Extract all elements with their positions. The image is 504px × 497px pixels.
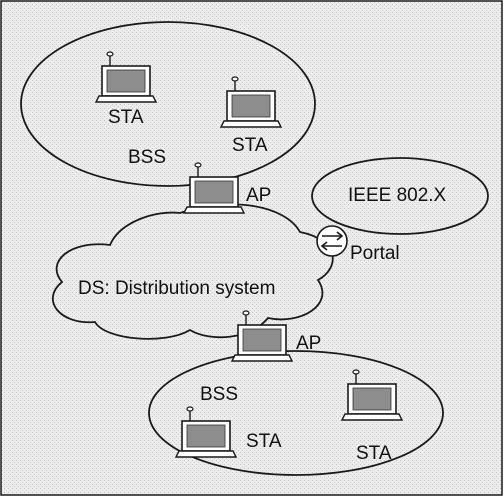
sta-top-2-label: STA — [232, 135, 268, 156]
sta-top-2-laptop-icon — [219, 76, 283, 128]
ieee-ellipse — [311, 157, 489, 235]
bss-top-ellipse — [20, 21, 316, 187]
bss-bottom-ellipse — [148, 350, 444, 476]
sta-bottom-2-label: STA — [356, 443, 392, 464]
ap-bottom-label: AP — [296, 333, 322, 354]
ap-bottom-laptop-icon — [230, 310, 294, 362]
sta-top-1-label: STA — [108, 107, 144, 128]
ieee-label: IEEE 802.X — [348, 185, 447, 206]
portal-icon — [316, 225, 348, 257]
ap-top-label: AP — [246, 185, 272, 206]
ap-top-laptop-icon — [182, 162, 246, 214]
ds-cloud — [51, 203, 334, 340]
sta-bottom-1-laptop-icon — [174, 406, 238, 458]
sta-top-1-laptop-icon — [94, 51, 158, 103]
bss-bottom-label: BSS — [200, 384, 239, 405]
sta-bottom-1-label: STA — [246, 431, 282, 452]
portal-label: Portal — [350, 243, 400, 264]
ds-label: DS: Distribution system — [78, 278, 276, 299]
sta-bottom-2-laptop-icon — [340, 369, 404, 421]
bss-top-label: BSS — [128, 147, 167, 168]
